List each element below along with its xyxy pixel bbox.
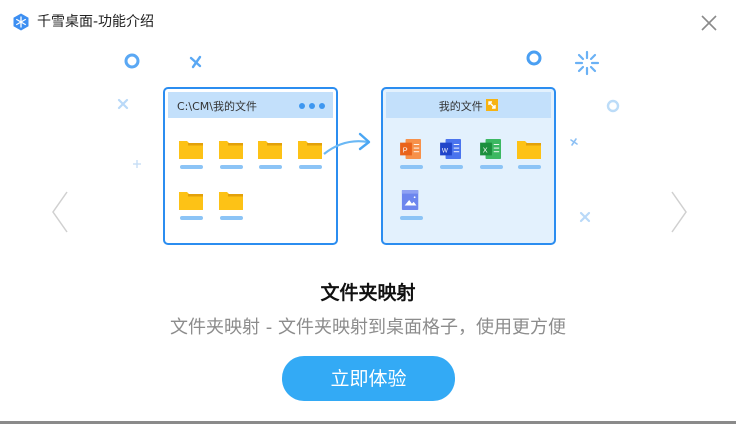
ring-decoration-icon — [606, 99, 620, 113]
panel-header: C:\CM\我的文件 — [168, 92, 333, 118]
powerpoint-file-icon: P — [400, 139, 421, 159]
folder-icon — [517, 141, 541, 159]
panel-title: 我的文件 — [386, 98, 551, 114]
plus-decoration-icon — [133, 160, 141, 168]
curved-arrow-right-icon — [323, 132, 371, 155]
folder-icon — [258, 141, 282, 159]
folder-icon — [219, 192, 243, 210]
image-file-icon — [401, 190, 419, 210]
svg-text:P: P — [403, 146, 408, 155]
snowflake-hex-icon — [13, 13, 29, 31]
ring-decoration-icon — [124, 53, 140, 69]
chevron-left-icon[interactable] — [49, 188, 73, 236]
feature-description: 文件夹映射 - 文件夹映射到桌面格子，使用更方便 — [170, 317, 566, 338]
window-title: 千雪桌面-功能介绍 — [37, 14, 155, 30]
source-folder-panel: C:\CM\我的文件 — [163, 87, 338, 245]
folder-icon — [179, 141, 203, 159]
folder-icon — [179, 192, 203, 210]
try-now-button[interactable]: 立即体验 — [282, 356, 455, 401]
cross-decoration-icon — [117, 98, 129, 110]
cross-decoration-icon — [189, 55, 202, 69]
svg-text:X: X — [483, 146, 488, 155]
sparkle-decoration-icon — [574, 50, 600, 76]
close-icon[interactable] — [698, 12, 720, 34]
svg-text:W: W — [442, 148, 448, 155]
folder-path: C:\CM\我的文件 — [177, 100, 257, 113]
more-dots-icon — [299, 103, 325, 109]
mapped-grid-panel: 我的文件 P W X — [381, 87, 556, 245]
excel-file-icon: X — [480, 139, 501, 159]
chevron-right-icon[interactable] — [666, 188, 690, 236]
expand-icon — [486, 99, 499, 111]
feature-heading: 文件夹映射 — [320, 282, 416, 304]
word-file-icon: W — [440, 139, 461, 159]
folder-icon — [298, 141, 322, 159]
ring-decoration-icon — [526, 50, 542, 66]
panel-header: 我的文件 — [386, 92, 551, 118]
cross-decoration-icon — [579, 211, 591, 223]
cross-decoration-icon — [570, 138, 578, 146]
window-bottom-border — [0, 421, 736, 424]
title-bar: 千雪桌面-功能介绍 — [0, 0, 736, 44]
folder-icon — [219, 141, 243, 159]
